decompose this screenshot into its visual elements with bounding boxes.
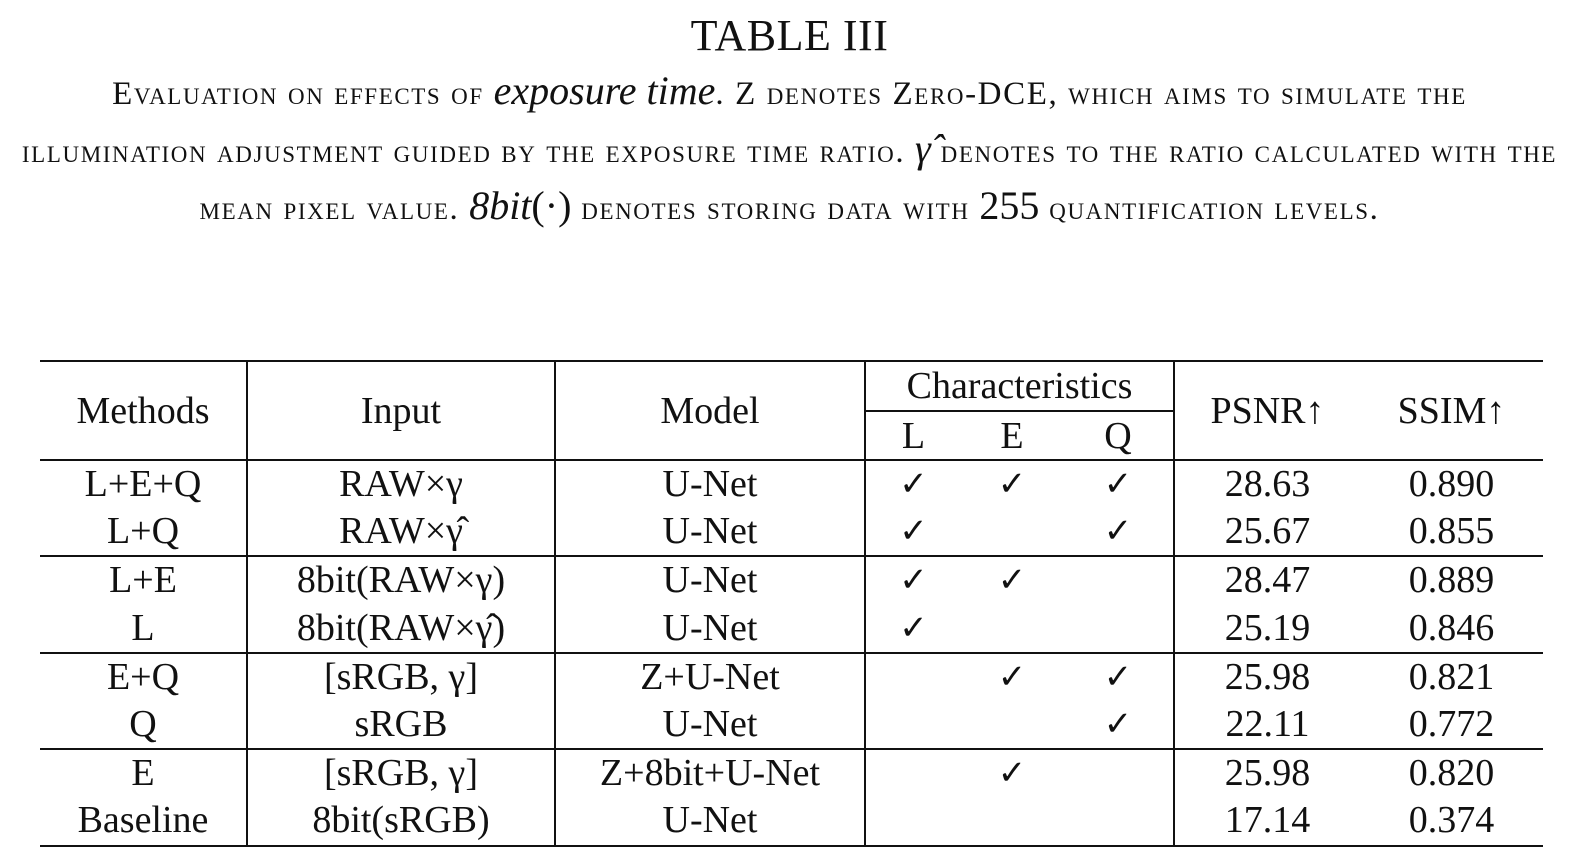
table-row: E[sRGB, γ]Z+8bit+U-Net ✓ 25.98 0.820 xyxy=(40,749,1543,798)
table-caption: Evaluation on effects of exposure time. … xyxy=(20,64,1559,237)
cell-model: U-Net xyxy=(555,797,866,846)
cell-psnr: 25.98 xyxy=(1224,752,1311,795)
cell-psnr: 25.67 xyxy=(1224,510,1311,553)
cell-model: U-Net xyxy=(555,556,866,605)
cell-input: 8bit(RAW×γ̂) xyxy=(247,604,556,653)
cell-input: 8bit(sRGB) xyxy=(247,797,556,846)
cell-check-e xyxy=(961,797,1063,845)
cell-method: L+E+Q xyxy=(40,460,248,509)
header-char-l: L xyxy=(901,414,926,457)
cell-ssim: 0.890 xyxy=(1408,463,1495,506)
cell-input: 8bit(RAW×γ) xyxy=(247,556,556,605)
cell-check-l: ✓ xyxy=(899,513,928,551)
cell-check-q: ✓ xyxy=(1063,652,1175,701)
cell-psnr: 28.63 xyxy=(1224,463,1311,506)
cell-check-e: ✓ xyxy=(997,755,1027,793)
cell-check-e: ✓ xyxy=(997,466,1027,504)
cell-model: U-Net xyxy=(555,460,866,509)
cell-model: U-Net xyxy=(555,700,866,750)
cell-ssim: 0.374 xyxy=(1408,799,1495,842)
caption-italic-term: exposure time xyxy=(493,68,716,113)
cell-check-q: ✓ xyxy=(1063,700,1175,750)
cell-psnr: 25.19 xyxy=(1224,606,1311,649)
cell-model: U-Net xyxy=(555,508,866,557)
cell-check-l: ✓ xyxy=(899,562,928,600)
cell-check-l xyxy=(865,749,961,797)
caption-part-1: Evaluation on effects of xyxy=(112,76,494,112)
cell-check-l xyxy=(865,797,961,845)
cell-ssim: 0.889 xyxy=(1408,559,1495,602)
header-input: Input xyxy=(247,361,556,460)
header-psnr: PSNR↑ xyxy=(1210,389,1325,432)
cell-method: E xyxy=(40,749,248,798)
caption-part-5: quantification levels. xyxy=(1039,191,1380,227)
cell-method: E+Q xyxy=(40,652,248,701)
cell-model: Z+8bit+U-Net xyxy=(555,749,866,798)
cell-method: L+Q xyxy=(40,508,248,557)
cell-input: sRGB xyxy=(247,700,556,750)
header-char-e: E xyxy=(1000,414,1024,457)
cell-check-l xyxy=(865,701,961,749)
cell-check-q xyxy=(1063,749,1175,798)
cell-psnr: 25.98 xyxy=(1224,655,1311,698)
caption-number: 255 xyxy=(979,183,1040,228)
cell-check-e xyxy=(961,605,1063,653)
cell-check-q xyxy=(1063,556,1175,605)
caption-part-4: denotes storing data with xyxy=(571,191,980,227)
table-title: TABLE III xyxy=(690,11,889,60)
header-characteristics: Characteristics xyxy=(865,361,1175,412)
header-ssim: SSIM↑ xyxy=(1397,389,1506,432)
cell-ssim: 0.821 xyxy=(1408,655,1495,698)
cell-check-l xyxy=(865,653,961,701)
cell-check-q xyxy=(1063,604,1175,653)
cell-model: U-Net xyxy=(555,604,866,653)
cell-check-q: ✓ xyxy=(1063,508,1175,557)
cell-check-l: ✓ xyxy=(899,466,928,504)
cell-input: [sRGB, γ] xyxy=(247,652,556,701)
cell-psnr: 22.11 xyxy=(1225,703,1310,746)
cell-ssim: 0.820 xyxy=(1408,752,1495,795)
cell-model: Z+U-Net xyxy=(555,652,866,701)
cell-method: L+E xyxy=(40,556,248,605)
cell-check-e: ✓ xyxy=(997,658,1027,696)
cell-input: RAW×γ xyxy=(247,460,556,509)
cell-check-e xyxy=(961,508,1063,556)
cell-check-l: ✓ xyxy=(899,609,928,647)
cell-method: L xyxy=(40,604,248,653)
caption-part-3: denotes to the ratio calculated with the… xyxy=(199,133,1558,228)
cell-check-q xyxy=(1063,797,1175,846)
caption-part-2: . Z denotes Zero-DCE, which aims to simu… xyxy=(21,76,1467,170)
cell-method: Baseline xyxy=(40,797,248,846)
cell-check-e: ✓ xyxy=(997,562,1027,600)
results-table: Methods Input Model Characteristics PSNR… xyxy=(40,360,1543,847)
cell-method: Q xyxy=(40,700,248,750)
header-model: Model xyxy=(555,361,866,460)
header-char-q: Q xyxy=(1063,411,1175,460)
cell-psnr: 28.47 xyxy=(1224,559,1311,602)
cell-check-e xyxy=(961,701,1063,749)
caption-func: 8bit(·) xyxy=(469,183,572,228)
cell-check-q: ✓ xyxy=(1063,460,1175,509)
cell-psnr: 17.14 xyxy=(1224,799,1311,842)
cell-ssim: 0.846 xyxy=(1408,606,1495,649)
header-methods: Methods xyxy=(40,361,248,460)
cell-input: RAW×γ̂ xyxy=(247,508,556,557)
cell-ssim: 0.772 xyxy=(1408,703,1495,746)
cell-input: [sRGB, γ] xyxy=(247,749,556,798)
cell-ssim: 0.855 xyxy=(1408,510,1495,553)
table-row: E+Q[sRGB, γ]Z+U-Net ✓ ✓ 25.98 0.821 xyxy=(40,652,1543,701)
caption-gamma-hat: γ̂ xyxy=(915,125,931,171)
